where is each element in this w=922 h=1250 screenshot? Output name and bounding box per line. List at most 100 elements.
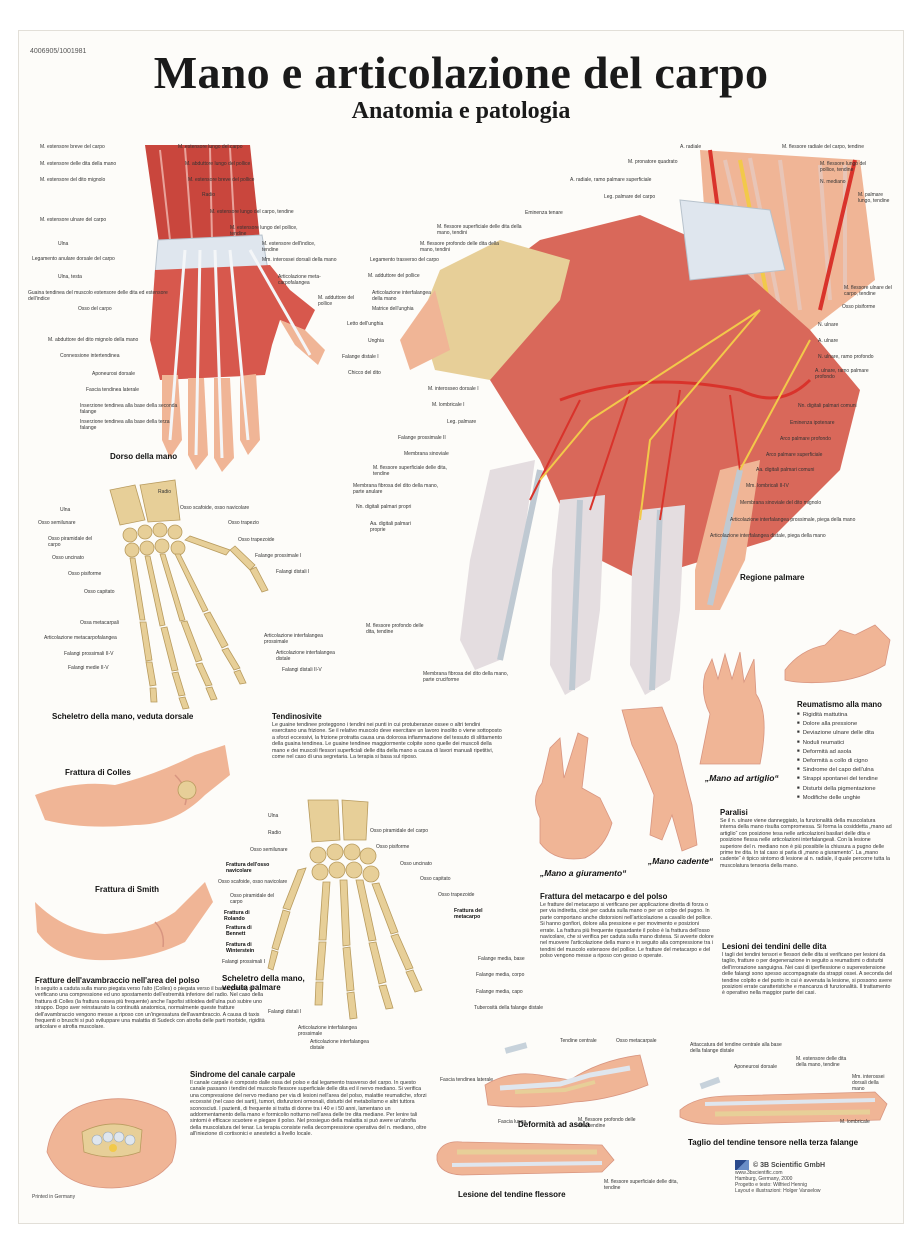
paralisi-title: Paralisi [720,808,748,817]
palm-label-r15: Aa. digitali palmari comuni [756,467,815,473]
dorso-label-l2: M. estensore del dito mignolo [40,177,106,183]
dorso-label-r7: Mm. interossei dorsali della mano [262,257,337,263]
skel-p-label-r8: Falange media, capo [476,989,523,995]
palm-label-l22: Aa. digitali palmari proprie [370,521,411,533]
palm-label-l7: M. adduttore del pollice [368,273,420,279]
dorso-label-l14: Inserzione tendinea alla base della terz… [80,419,170,431]
palm-label-r19: Articolazione interfalangea distale, pie… [710,533,826,539]
palm-label-l18: Membrana sinoviale [404,451,449,457]
palm-label-l9: Matrice dell'unghia [372,306,414,312]
skel-d-label-l5: Osso capitato [84,589,115,595]
palm-label-r4: M. palmare lungo, tendine [858,192,890,204]
3b-scientific-logo-icon [735,1160,749,1170]
skel-p-label-l11: Articolazione interfalangea prossimale [298,1025,357,1037]
palm-label-l8: Articolazione interfalangea della mano [372,290,431,302]
dorso-label-l4: Ulna [58,241,69,247]
avambraccio-text: In seguito a caduta sulla mano piegata v… [35,986,265,1031]
reumatismo-block: Reumatismo alla mano Rigidità mattutina … [797,700,907,802]
palm-label-l24: Membrana fibrosa del dito della mano, pa… [423,671,509,683]
avambraccio-block: Fratture dell'avambraccio nell'area del … [35,976,267,1031]
page-title: Mano e articolazione del carpo [153,47,769,98]
dorso-label-l12: Fascia tendinea laterale [86,387,140,393]
skel-d-label-l2: Osso piramidale del carpo [48,536,93,548]
skel-d-label-r1: Osso scafoide, osso navicolare [180,505,250,511]
dorso-label-l0: M. estensore breve del carpo [40,144,105,150]
article-code: 4006905/1001981 [30,48,87,55]
palm-label-l6: Legamento trasverso del carpo [370,257,439,263]
skel-p-label-r3: Osso capitato [420,876,451,882]
brand-name: © 3B Scientific GmbH [753,1161,826,1169]
mano-cadente-illustration [621,706,698,852]
flessore-label-2: M. flessore superficiale delle dita, ten… [604,1179,678,1191]
skel-p-label-r2: Osso uncinato [400,861,432,867]
reumatismo-item: Deviazione ulnare delle dita [797,728,907,737]
skel-d-label-l6: Ossa metacarpali [80,620,119,626]
skel-d-label-r6: Articolazione interfalangea prossimale [264,633,323,645]
dorso-label-r2: M. estensore breve del pollice [188,177,255,183]
skel-p-label-l10: Falangi distali I [268,1009,302,1015]
skel-d-label-r3: Osso trapezoide [238,537,275,543]
palm-label-r16: Mm. lombricali II-IV [746,483,789,489]
palm-label-r9: N. ulnare, ramo profondo [818,354,874,360]
palm-label-l1: A. radiale, ramo palmare superficiale [570,177,652,183]
reumatismo-hand-illustration [784,624,891,684]
skel-d-label-l9: Falangi medie II-V [68,665,109,671]
palm-label-l11: Unghia [368,338,384,344]
footer-layout: Layout e illustrazioni: Holger Vanselow [735,1188,821,1194]
skel-p-label-r5: Frattura del metacarpo [454,908,483,920]
flessore-label-1: M. flessore profondo delle dita, tendine [578,1117,636,1129]
dorso-label-r5: M. estensore lungo del pollice, tendine [230,225,298,237]
page-subtitle: Anatomia e patologia [351,98,571,124]
footer-project: Progetto e testo: Wilfried Hennig [735,1182,807,1188]
smith-caption: Frattura di Smith [95,885,160,894]
falange-caption: Taglio del tendine tensore nella terza f… [688,1138,859,1147]
palm-label-r17: Membrana sinoviale del dito mignolo [740,500,822,506]
carpal-tunnel-illustration [46,1098,177,1189]
tendinosite-text: Le guaine tendinee proteggono i tendini … [272,722,502,761]
falange-label-2: M. estensore delle dita della mano, tend… [796,1056,847,1068]
colles-caption: Frattura di Colles [65,768,131,777]
colles-fracture-illustration [35,745,230,827]
skel-p-label-l0: Ulna [268,813,279,819]
reumatismo-item: Rigidità mattutina [797,710,907,719]
terza-falange-illustration [679,1076,888,1125]
skel-p-label-l1: Radio [268,830,282,836]
reumatismo-title: Reumatismo alla mano [797,700,882,709]
skel-d-label-r0: Radio [158,489,172,495]
dorso-label-l6: Ulna, testa [58,274,82,280]
flessore-label-0: Fascia lunga [498,1119,527,1125]
skel-d-label-r4: Falange prossimale I [255,553,302,559]
tendinosite-title: Tendinosivite [272,712,322,721]
mano-a-giuramento-illustration [535,732,613,860]
palm-label-r7: N. ulnare [818,322,839,328]
skel-d-label-l0: Ulna [60,507,71,513]
skel-p-label-l7: Frattura di Bennett [226,925,252,937]
skel-d-label-l7: Articolazione metacarpofalangea [44,635,117,641]
dorso-label-r1: M. abduttore lungo del pollice [185,161,251,167]
reumatismo-item: Noduli reumatici [797,738,907,747]
palm-label-r11: Nn. digitali palmari comuni [798,403,857,409]
dorso-label-r6: M. estensore dell'indice, tendine [262,241,316,253]
paralisi-text: Se il n. ulnare viene danneggiato, la fu… [720,818,892,869]
palm-label-l12: Falange distale I [342,354,379,360]
palm-label-l19: M. flessore superficiale delle dita, ten… [373,465,447,477]
falange-label-4: M. lombricale [840,1119,870,1125]
dorso-label-l3: M. estensore ulnare del carpo [40,217,107,223]
palm-label-l14: M. interosseo dorsale I [428,386,479,392]
dorso-label-r9: M. adduttore del pollice [318,295,355,307]
palm-label-l16: Leg. palmare [447,419,477,425]
skel-d-label-r2: Osso trapezio [228,520,259,526]
dorso-label-l7: Guaina tendinea del muscolo estensore de… [28,290,168,302]
palm-label-r3: N. mediano [820,179,846,185]
dorso-label-l11: Aponeurosi dorsale [92,371,136,377]
palm-label-r8: A. ulnare [818,338,839,344]
skel-d-label-l4: Osso pisiforme [68,571,102,577]
dorso-label-r4: M. estensore lungo del carpo, tendine [210,209,294,215]
skel-p-label-r0: Osso piramidale del carpo [370,828,429,834]
dorso-label-l9: M. abduttore del dito mignolo della mano [48,337,139,343]
skel-p-label-l3: Frattura dell'osso navicolare [226,862,270,874]
skel-p-label-r6: Falange media, base [478,956,525,962]
skel-p-label-r9: Tuberosità della falange distale [474,1005,544,1011]
reumatismo-item: Strappi spontanei del tendine [797,774,907,783]
cadente-caption: „Mano cadente“ [648,856,714,866]
